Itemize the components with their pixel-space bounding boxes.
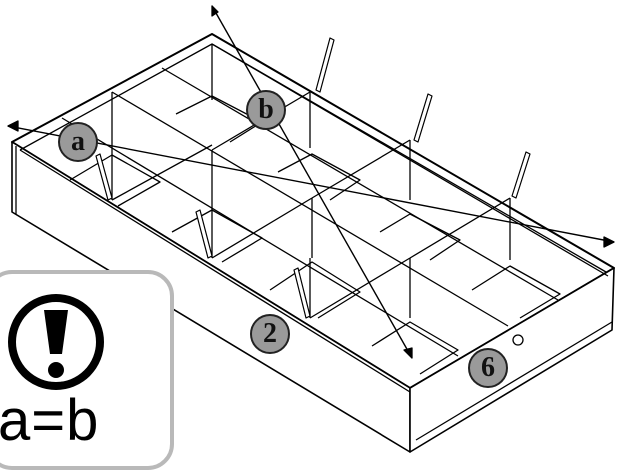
- callout-part-2: 2: [250, 314, 290, 354]
- callout-part-6: 6: [468, 348, 508, 388]
- screwdriver-icons: [95, 37, 531, 319]
- shelf-assembly-diagram: [7, 5, 615, 453]
- exclamation-icon: [8, 294, 104, 390]
- diagonal-a: [7, 125, 615, 243]
- diagonal-b: [211, 5, 413, 359]
- callout-a: a: [58, 122, 98, 162]
- cam-lock: [512, 334, 524, 346]
- note-box: a=b: [0, 270, 174, 470]
- callout-b: b: [246, 90, 286, 130]
- equation-text: a=b: [0, 388, 100, 453]
- frame-right-panel: [409, 267, 615, 453]
